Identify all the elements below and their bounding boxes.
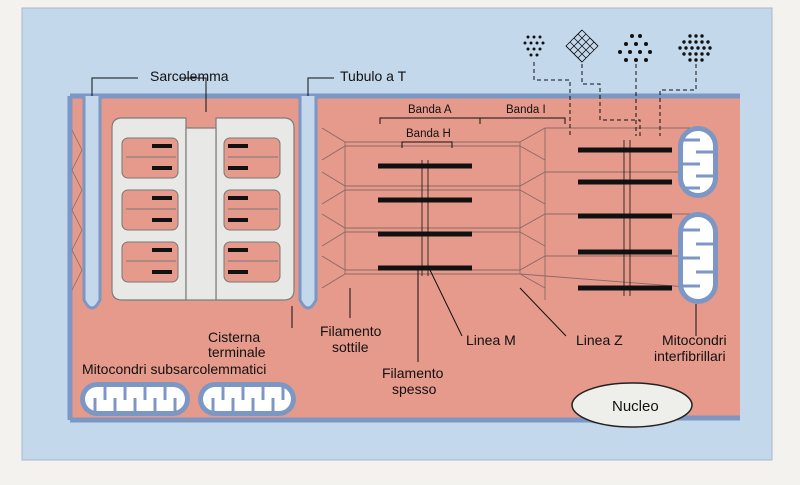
label-filamento-sottile-2: sottile xyxy=(332,339,369,355)
label-filamento-spesso-2: spesso xyxy=(392,381,437,397)
thick-filaments-center xyxy=(378,163,472,271)
t-tubule-left xyxy=(82,96,102,310)
cross-section-connectors xyxy=(533,62,697,138)
label-filamento-spesso-1: Filamento xyxy=(382,365,444,381)
cross-section-thick-icon xyxy=(618,34,652,62)
m-line-right xyxy=(623,140,631,296)
left-edge-lines xyxy=(71,129,83,291)
thick-filaments-right xyxy=(578,147,672,291)
label-mito-sub: Mitocondri subsarcolemmatici xyxy=(82,361,266,377)
m-line-center xyxy=(421,160,429,276)
cross-section-overlap-icon xyxy=(565,29,599,63)
label-linea-m: Linea M xyxy=(466,332,516,348)
label-filamento-sottile-1: Filamento xyxy=(320,323,382,339)
mitochondria-interfibrillar xyxy=(678,126,718,304)
label-banda-a: Banda A xyxy=(408,104,452,116)
mitochondria-subsarcolemmal xyxy=(80,382,296,416)
band-brackets xyxy=(379,117,566,148)
sarcoplasmic-reticulum xyxy=(111,117,295,301)
cross-section-thin-icon xyxy=(523,35,545,57)
leader-lines xyxy=(91,77,697,362)
label-mito-inter-2: interfibrillari xyxy=(654,348,726,364)
label-linea-z: Linea Z xyxy=(576,332,623,348)
label-mito-inter-1: Mitocondri xyxy=(662,332,727,348)
label-cisterna-1: Cisterna xyxy=(208,329,260,345)
cross-section-icons xyxy=(523,29,712,63)
cross-section-m-icon xyxy=(678,34,712,62)
label-tubulo-t: Tubulo a T xyxy=(340,68,407,84)
label-cisterna-2: terminale xyxy=(208,344,266,360)
t-tubule-right xyxy=(298,96,318,310)
label-banda-h: Banda H xyxy=(406,128,451,140)
label-banda-i: Banda I xyxy=(506,104,546,116)
label-sarcolemma: Sarcolemma xyxy=(150,68,229,84)
nucleus xyxy=(571,382,693,428)
label-nucleo: Nucleo xyxy=(612,398,659,415)
